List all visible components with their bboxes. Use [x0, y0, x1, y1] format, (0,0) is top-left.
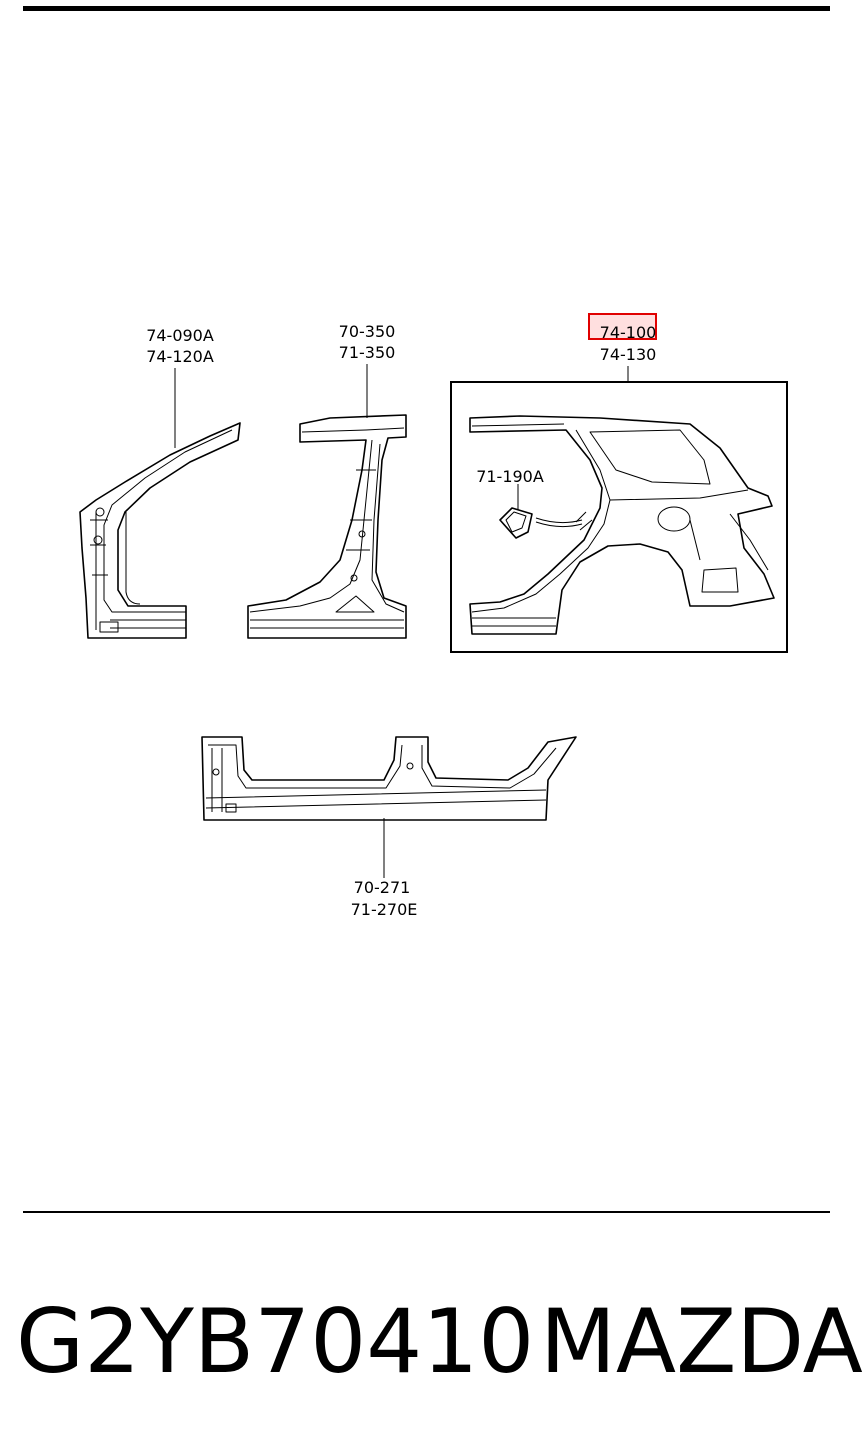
- rear-fender-callout-1[interactable]: 74-100: [600, 323, 657, 342]
- front-pillar-callout-1[interactable]: 74-090A: [146, 326, 214, 345]
- top-rule: [23, 6, 830, 11]
- rear-fender-inset-box: [450, 381, 788, 653]
- front-pillar-part[interactable]: [79, 422, 241, 639]
- center-pillar-callout-1[interactable]: 70-350: [339, 322, 396, 341]
- center-pillar-part[interactable]: [247, 414, 407, 639]
- brand-name: MAZDA: [540, 1290, 863, 1393]
- sill-part[interactable]: [201, 736, 577, 821]
- center-pillar-callout-2[interactable]: 71-350: [339, 343, 396, 362]
- sill-callout-1[interactable]: 70-271: [354, 878, 411, 897]
- fuel-lid-part[interactable]: [499, 507, 583, 539]
- rear-fender-callout-2[interactable]: 74-130: [600, 345, 657, 364]
- part-number: G2YB70410: [16, 1290, 535, 1393]
- bottom-rule: [23, 1211, 830, 1213]
- fuel-lid-callout[interactable]: 71-190A: [476, 467, 544, 486]
- rear-fender-part[interactable]: [469, 415, 775, 635]
- sill-callout-2[interactable]: 71-270E: [351, 900, 418, 919]
- front-pillar-callout-2[interactable]: 74-120A: [146, 347, 214, 366]
- highlight-box: [588, 313, 657, 340]
